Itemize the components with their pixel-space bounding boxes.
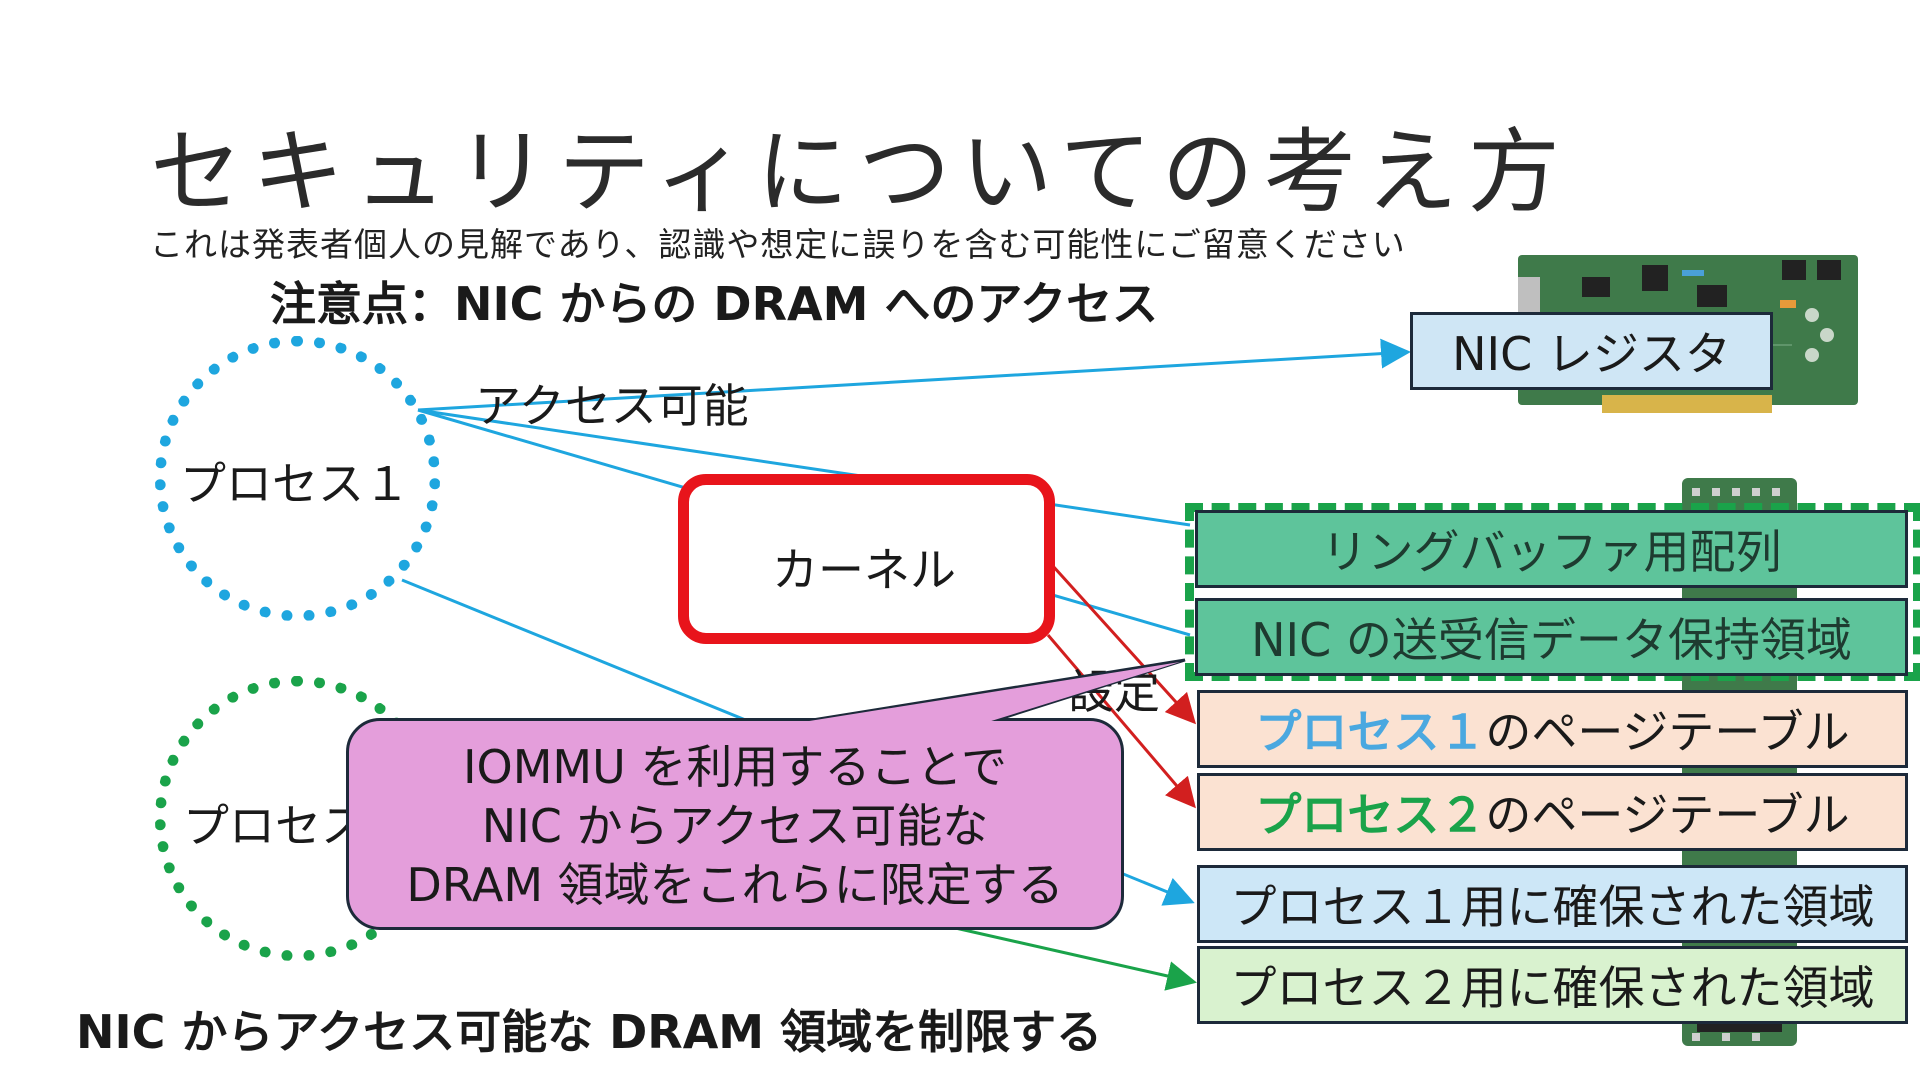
process-2-memory-box: プロセス２用に確保された領域 xyxy=(1197,946,1908,1024)
nic-data-label: NIC の送受信データ保持領域 xyxy=(1251,613,1852,667)
arrow-kernel-to-pt2 xyxy=(1046,634,1196,809)
caution-heading: 注意点：NIC からの DRAM へのアクセス xyxy=(270,277,1159,331)
process-1-circle xyxy=(155,336,440,621)
page-title: セキュリティについての考え方 xyxy=(150,119,1570,226)
process-1-memory-label: プロセス１用に確保された領域 xyxy=(1230,880,1875,934)
arrow-p1-to-ring-buffer xyxy=(417,408,1191,527)
kernel-label: カーネル xyxy=(772,543,956,597)
nic-register-label: NIC レジスタ xyxy=(1452,327,1731,381)
callout-bubble xyxy=(346,718,1124,930)
process-1-label: プロセス１ xyxy=(180,457,410,511)
ring-buffer-label: リングバッファ用配列 xyxy=(1321,525,1782,579)
page-table-1-process: プロセス１ xyxy=(1255,705,1486,759)
callout-text: IOMMU を利用することで NIC からアクセス可能な DRAM 領域をこれら… xyxy=(346,738,1124,915)
page-table-2-process: プロセス２ xyxy=(1255,788,1486,842)
callout-line-3: DRAM 領域をこれらに限定する xyxy=(406,858,1064,912)
page-table-1-suffix: のページテーブル xyxy=(1485,705,1850,759)
access-possible-label: アクセス可能 xyxy=(475,379,749,433)
conclusion-text: NIC からアクセス可能な DRAM 領域を制限する xyxy=(76,1005,1103,1059)
arrow-kernel-to-pt1 xyxy=(1050,563,1197,725)
disclaimer-text: これは発表者個人の見解であり、認識や想定に誤りを含む可能性にご留意ください xyxy=(150,225,1406,264)
arrow-p1-to-nic-register xyxy=(417,338,1411,412)
kernel-box xyxy=(678,474,1055,644)
callout-line-2: NIC からアクセス可能な xyxy=(481,799,989,853)
nic-accessible-group-border xyxy=(1185,503,1920,681)
page-table-2-suffix: のページテーブル xyxy=(1485,788,1850,842)
ring-buffer-box: リングバッファ用配列 xyxy=(1195,510,1908,588)
nic-register-box: NIC レジスタ xyxy=(1410,312,1773,390)
process-2-memory-label: プロセス２用に確保された領域 xyxy=(1230,961,1875,1015)
process-1-memory-box: プロセス１用に確保された領域 xyxy=(1197,865,1908,943)
arrow-p2-to-mem2 xyxy=(919,918,1197,991)
callout-line-1: IOMMU を利用することで xyxy=(462,740,1008,794)
nic-data-box: NIC の送受信データ保持領域 xyxy=(1195,598,1908,676)
